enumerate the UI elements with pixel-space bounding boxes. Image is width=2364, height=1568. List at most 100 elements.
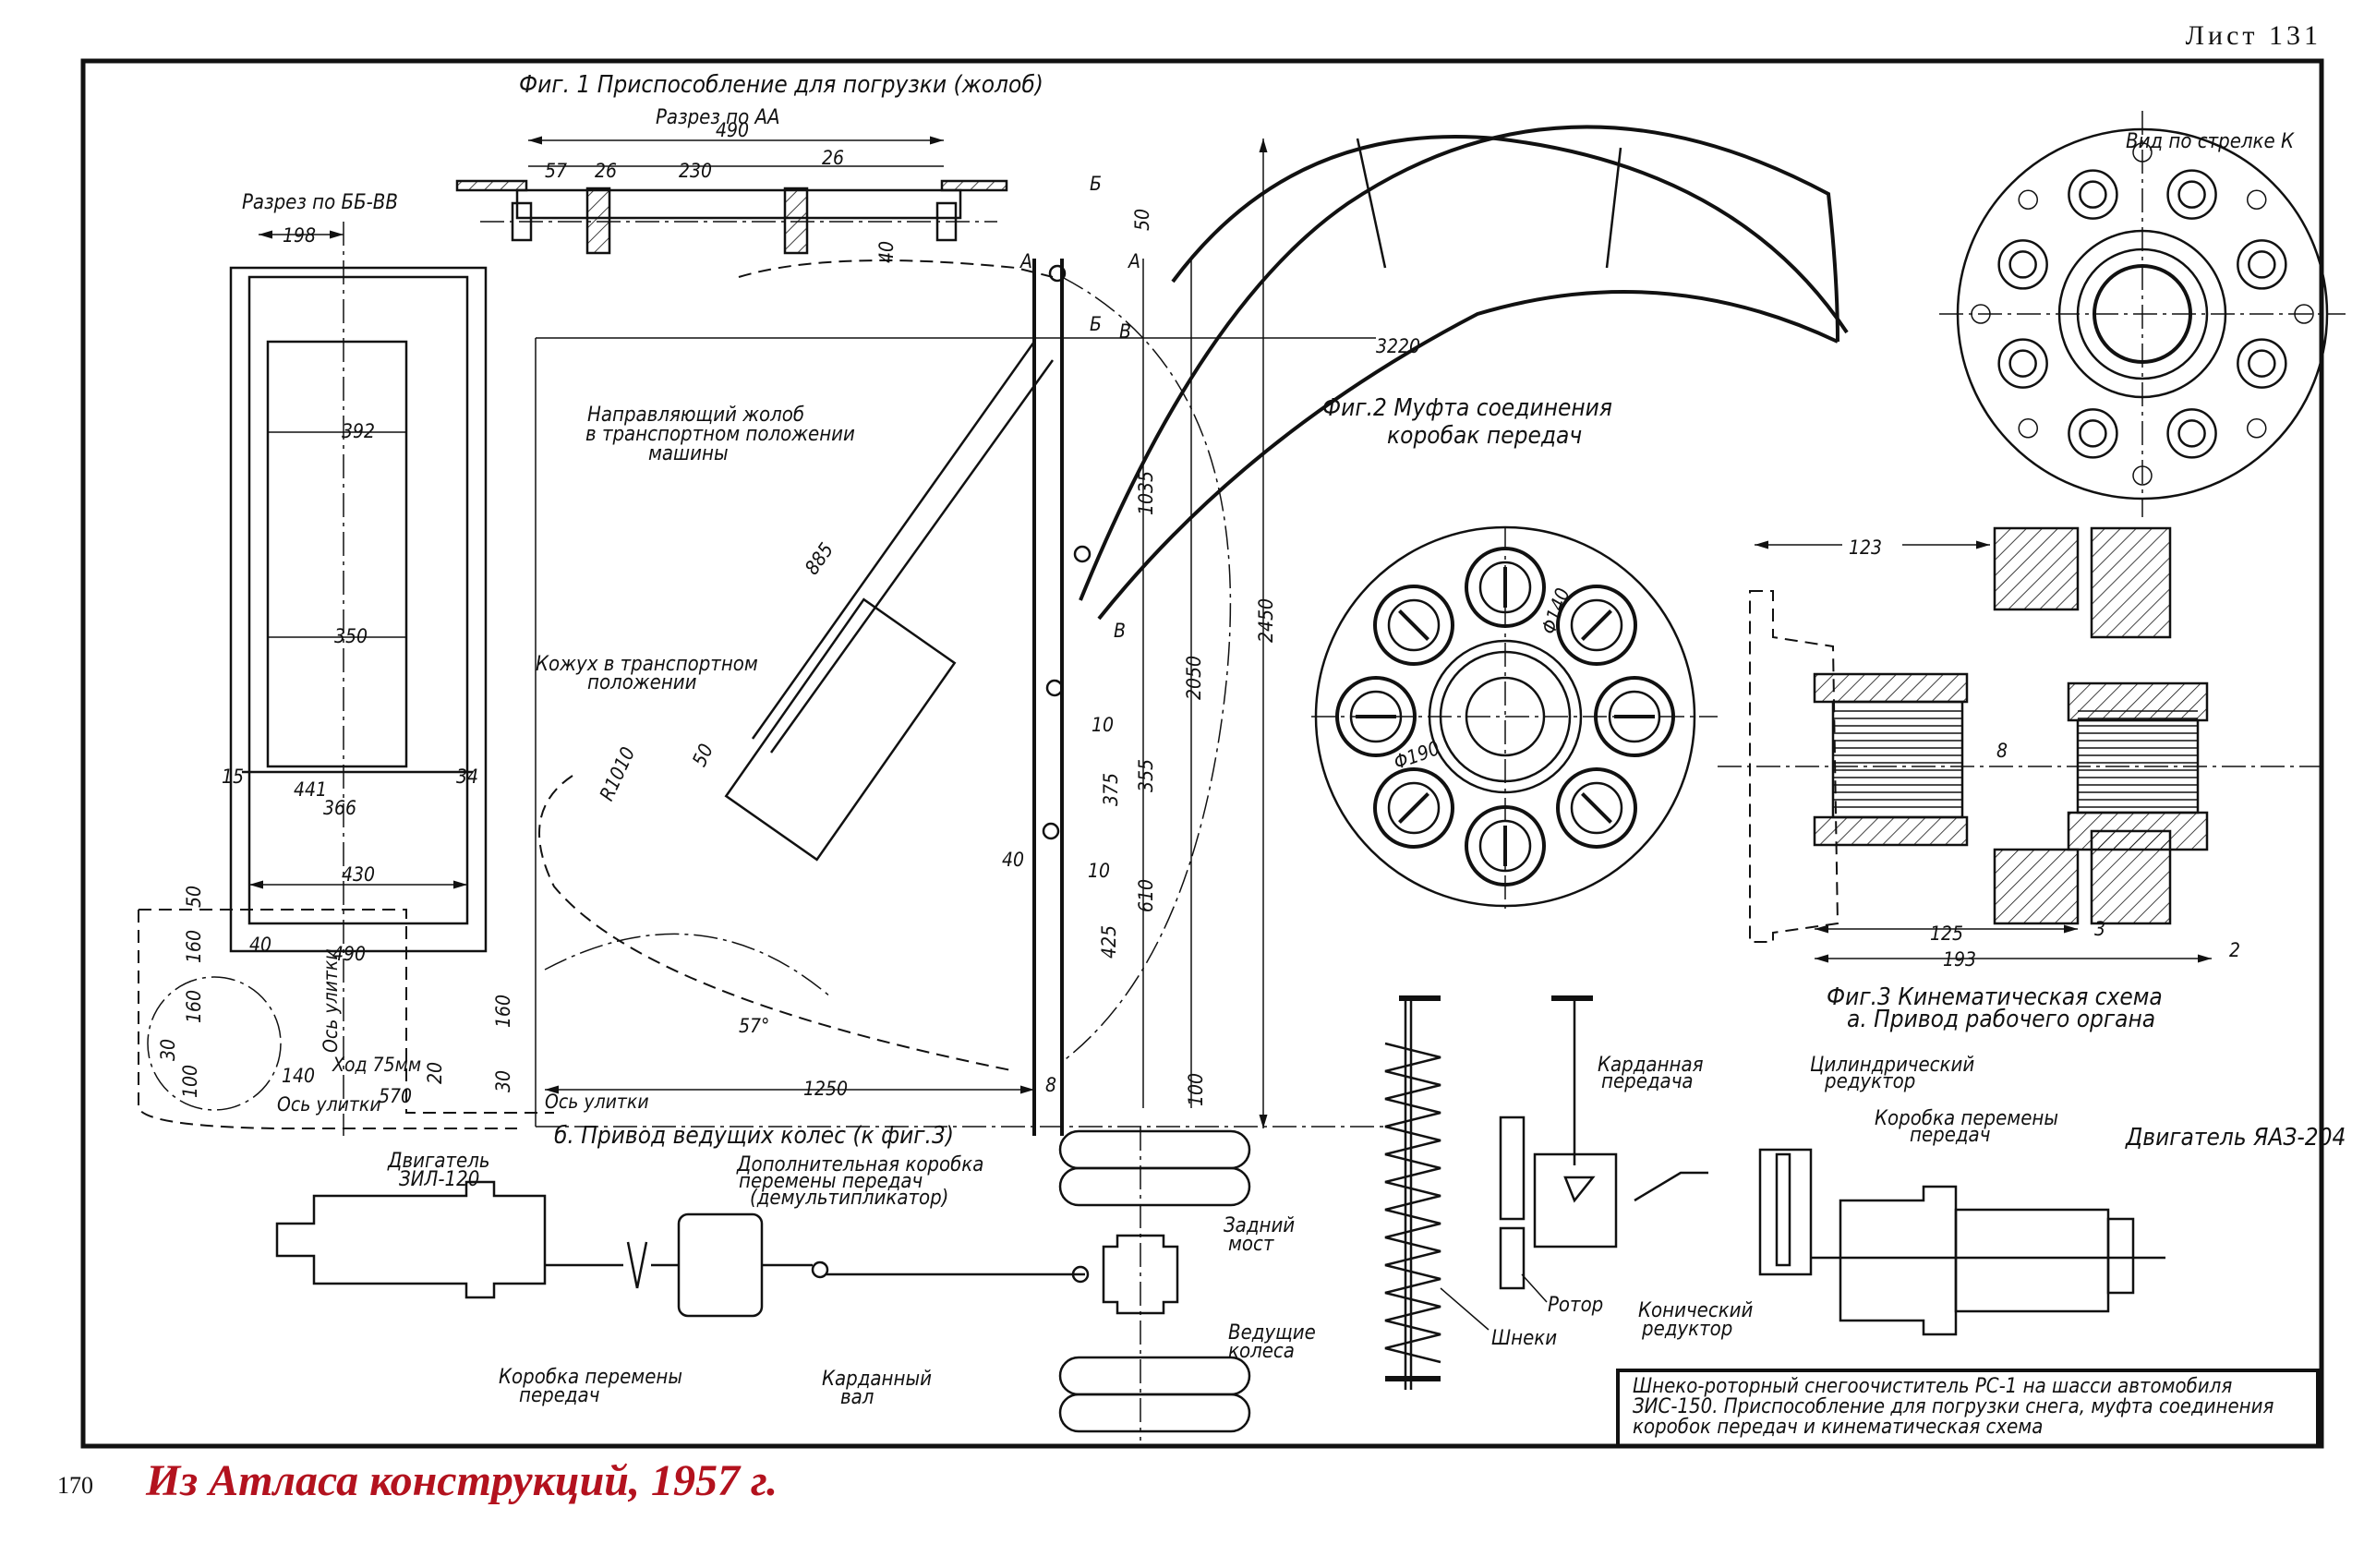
- view-k-bolt: [1997, 338, 2048, 389]
- guide-chute-note-1: Направляющий жолоб: [587, 404, 804, 427]
- coupling-section: 123 125 3 193 2 8: [1718, 526, 2327, 971]
- dim-bb-198: 198: [283, 224, 316, 247]
- cyl-reducer-label-1: Цилиндрический: [1810, 1054, 1974, 1077]
- section-aa-label: Разрез по АА: [656, 106, 780, 129]
- title-block: [1616, 1369, 2320, 1448]
- engine-zil-label-1: Двигатель: [387, 1150, 490, 1173]
- rear-axle-label-2: мост: [1228, 1233, 1275, 1256]
- view-k-nut: [2008, 349, 2037, 378]
- snail-axis-label-3: Ось улитки: [545, 1091, 649, 1113]
- dim-8: 8: [1045, 1074, 1056, 1096]
- flange-bolt-head: [1570, 598, 1623, 652]
- dim-bb-20: 20: [424, 1062, 446, 1084]
- dim-aa-40: 40: [875, 241, 898, 263]
- view-k-bolt: [2166, 169, 2217, 220]
- view-k-nut: [2008, 250, 2037, 279]
- dim-bb-441: 441: [294, 778, 327, 801]
- dim-10b: 10: [1088, 860, 1110, 882]
- cyl-reducer-label-2: редуктор: [1824, 1070, 1915, 1093]
- dim-bb-160c: 160: [492, 995, 514, 1028]
- casing-note-1: Кожух в транспортном: [536, 653, 758, 676]
- dim-375: 375: [1100, 773, 1122, 806]
- discharge-spout: [1079, 125, 1849, 621]
- view-k-nut: [2177, 419, 2206, 448]
- dim-bb-160a: 160: [183, 930, 205, 963]
- extra-gearbox-label-3: (демультипликатор): [750, 1187, 948, 1210]
- bolt-slot: [1398, 792, 1429, 824]
- dim-123: 123: [1849, 537, 1882, 559]
- dim-610: 610: [1135, 879, 1157, 912]
- fig3-title-1: Фиг.3 Кинематическая схема: [1827, 983, 2163, 1011]
- view-k-nut: [2248, 349, 2276, 378]
- view-k-screw: [1971, 304, 1991, 324]
- dim-100: 100: [1185, 1073, 1207, 1106]
- page-number: 170: [57, 1472, 93, 1499]
- dim-bb-430: 430: [342, 863, 375, 886]
- cardan-transmission-label-2: передача: [1601, 1070, 1694, 1093]
- dim-bb-366: 366: [323, 797, 356, 819]
- dim-193: 193: [1943, 948, 1976, 971]
- flange-bolt-head: [1387, 781, 1441, 835]
- dim-aa-26b: 26: [822, 147, 844, 169]
- marker-v-top: В: [1119, 320, 1131, 343]
- marker-b-mid: Б: [1090, 313, 1102, 335]
- gearbox-b-label-1: Коробка перемены: [499, 1366, 682, 1389]
- flange-bolt-hole: [1465, 805, 1546, 887]
- view-k-nut: [2079, 419, 2107, 448]
- fig3-title-2: а. Привод рабочего органа: [1847, 1006, 2155, 1033]
- guide-chute-note-3: машины: [648, 442, 729, 465]
- stroke-label: Ход 75мм: [332, 1054, 421, 1076]
- fig2-title-2: коробак передач: [1387, 422, 1582, 450]
- dim-bb-392: 392: [342, 420, 375, 442]
- drive-wheels-label-2: колеса: [1228, 1340, 1295, 1363]
- view-k-screw: [2018, 417, 2039, 439]
- dim-bb-40: 40: [249, 934, 271, 956]
- view-k-screw: [2132, 465, 2153, 486]
- marker-a-right: А: [1128, 250, 1140, 272]
- snail-axis-label-1: Ось улитки: [277, 1093, 381, 1116]
- dim-bb-15: 15: [222, 766, 244, 788]
- angle-57: 57°: [739, 1015, 769, 1037]
- dim-bb-490: 490: [332, 943, 366, 965]
- view-k-screw: [2246, 189, 2267, 211]
- section-bb-label: Разрез по ББ-ВВ: [242, 191, 398, 214]
- dim-3220: 3220: [1376, 335, 1420, 357]
- dim-bb-100: 100: [179, 1065, 201, 1098]
- fig2-title-1: Фиг.2 Муфта соединения: [1322, 394, 1612, 422]
- gearbox-b-label-2: передач: [519, 1384, 599, 1407]
- augers-label: Шнеки: [1491, 1327, 1557, 1350]
- engine-yaz-label: Двигатель ЯАЗ-204: [2125, 1124, 2346, 1152]
- drive-wheels-label-1: Ведущие: [1228, 1321, 1316, 1345]
- flange-bolt-head: [1608, 690, 1661, 743]
- gearbox-label-2: передач: [1910, 1124, 1990, 1147]
- kinematic-scheme-a: Шнеки Ротор Конический редуктор Карданна…: [1384, 995, 2346, 1390]
- cardan-shaft-label-2: вал: [840, 1386, 874, 1409]
- title-block-line-2: ЗИС-150. Приспособление для погрузки сне…: [1633, 1395, 2274, 1418]
- rear-axle-label-1: Задний: [1224, 1214, 1295, 1237]
- dim-885: 885: [801, 538, 838, 578]
- marker-b-top: Б: [1090, 173, 1102, 195]
- dim-8: 8: [1996, 740, 2008, 762]
- flange-bolt-hole: [1335, 676, 1417, 757]
- dim-r1010: R1010: [596, 743, 640, 804]
- bolt-slot: [1581, 792, 1612, 824]
- dim-bb-160b: 160: [183, 990, 205, 1023]
- dim-2: 2: [2229, 939, 2240, 961]
- dim-bb-570: 570: [379, 1085, 412, 1107]
- marker-a-left: А: [1019, 250, 1032, 272]
- view-k-bolt: [2237, 338, 2287, 389]
- chute-side-view: 3220 Направляющий жолоб в транспортном п…: [535, 139, 1420, 1136]
- drive-b-title: б. Привод ведущих колес (к фиг.3): [554, 1122, 954, 1150]
- source-caption: Из Атласа конструкций, 1957 г.: [146, 1456, 778, 1505]
- marker-v-bottom: В: [1114, 620, 1126, 642]
- view-k-bolt: [2166, 408, 2217, 459]
- section-aa-drawing: 490 57 26 230 26 40: [455, 119, 1008, 263]
- dim-bb-30b: 30: [492, 1070, 514, 1092]
- title-block-line-1: Шнеко-роторный снегоочиститель РС-1 на ш…: [1633, 1375, 2232, 1398]
- coupling-view-k: [1939, 111, 2346, 517]
- dim-425: 425: [1098, 925, 1120, 959]
- flange-bolt-head: [1478, 561, 1532, 614]
- dim-bb-350: 350: [334, 625, 368, 647]
- flange-bolt-hole: [1465, 547, 1546, 628]
- bolt-slot: [1398, 609, 1429, 641]
